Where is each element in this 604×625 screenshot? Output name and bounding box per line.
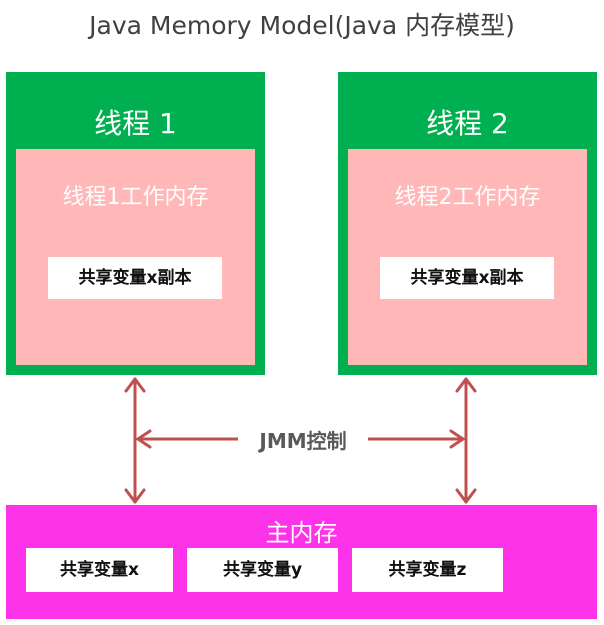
thread-2-working-memory: 线程2工作内存 共享变量x副本 bbox=[348, 149, 587, 365]
thread-1-variable-copy: 共享变量x副本 bbox=[48, 257, 222, 299]
diagram-title: Java Memory Model(Java 内存模型) bbox=[89, 11, 515, 40]
jmm-control-label: JMM控制 bbox=[238, 425, 368, 454]
thread-1-box: 线程 1 线程1工作内存 共享变量x副本 bbox=[6, 72, 265, 375]
thread-2-variable-copy: 共享变量x副本 bbox=[380, 257, 554, 299]
thread-1-label: 线程 1 bbox=[94, 107, 177, 140]
thread-2-working-memory-label: 线程2工作内存 bbox=[394, 185, 541, 210]
thread-2-label: 线程 2 bbox=[426, 107, 509, 140]
shared-variable-x: 共享变量x bbox=[26, 548, 173, 592]
main-memory-box: 主内存 共享变量x 共享变量y 共享变量z bbox=[6, 505, 597, 619]
thread-1-to-main-arrow bbox=[124, 377, 146, 504]
thread-2-box: 线程 2 线程2工作内存 共享变量x副本 bbox=[338, 72, 597, 375]
shared-variable-y: 共享变量y bbox=[187, 548, 338, 592]
shared-variable-z: 共享变量z bbox=[352, 548, 503, 592]
thread-1-working-memory: 线程1工作内存 共享变量x副本 bbox=[16, 149, 255, 365]
thread-1-working-memory-label: 线程1工作内存 bbox=[62, 185, 209, 210]
thread-2-to-main-arrow bbox=[455, 377, 477, 504]
main-memory-label: 主内存 bbox=[265, 519, 338, 547]
